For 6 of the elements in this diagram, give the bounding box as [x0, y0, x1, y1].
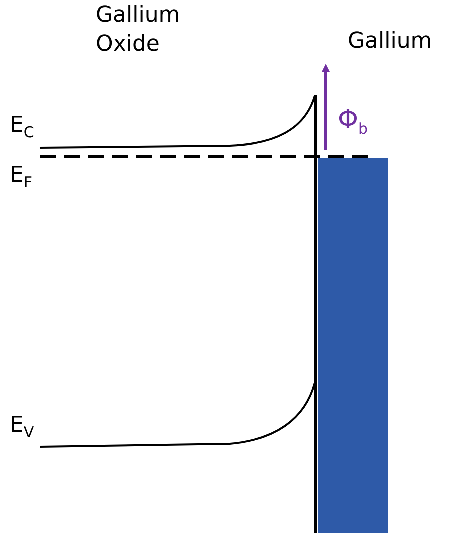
barrier-height-label: Φ$_{b}$	[338, 104, 368, 140]
energy-level-label: E$_{F}$	[10, 162, 33, 193]
material-label: Gallium Oxide	[96, 2, 182, 59]
material-label: Gallium	[348, 28, 432, 56]
energy-level-label: E$_{V}$	[10, 412, 34, 443]
energy-level-label: E$_{C}$	[10, 112, 34, 143]
